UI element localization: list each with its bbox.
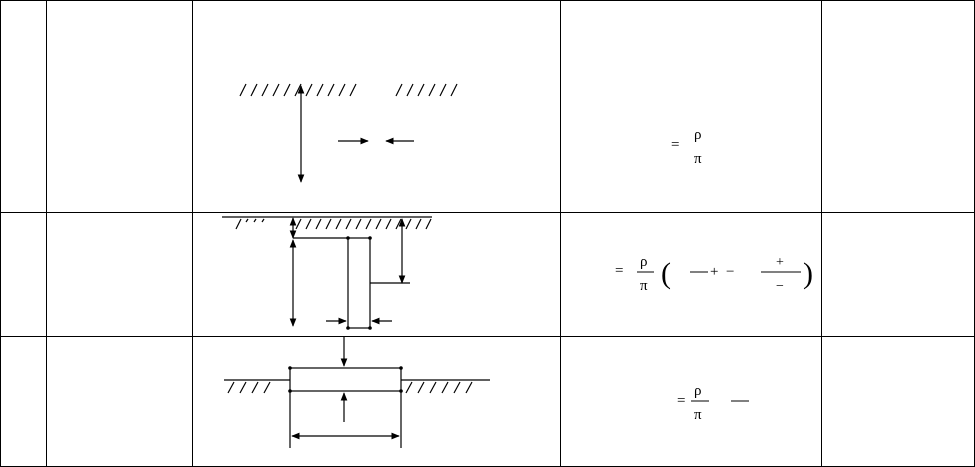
ground-hatch-right xyxy=(405,381,473,394)
formula-row-3: = ρ π xyxy=(677,383,749,423)
pi-denominator: π xyxy=(694,407,702,423)
strip-corners xyxy=(288,366,403,393)
minus-sign-1: − xyxy=(726,264,734,280)
right-paren: ) xyxy=(803,257,813,290)
ground-hatch-left xyxy=(227,381,271,394)
ground-hatch-right xyxy=(395,83,458,97)
diagram-row-3 xyxy=(224,337,490,448)
equals-sign: = xyxy=(671,137,679,153)
pi-denominator: π xyxy=(640,278,648,294)
formula-row-1: = ρ π xyxy=(671,127,702,167)
plus-sign-1: + xyxy=(710,264,718,280)
rho-numerator: ρ xyxy=(640,254,648,270)
rho-numerator: ρ xyxy=(694,383,702,399)
plus-sign-2: + xyxy=(776,255,784,270)
ground-hatch xyxy=(235,218,432,230)
equals-sign: = xyxy=(615,263,623,279)
rho-numerator: ρ xyxy=(694,127,702,143)
formula-row-2: = ρ π ( + − + − ) xyxy=(615,254,813,294)
minus-sign-2: − xyxy=(776,279,784,294)
plate-corners xyxy=(346,236,372,330)
ground-hatch-left xyxy=(239,83,357,97)
left-paren: ( xyxy=(661,257,671,290)
equals-sign: = xyxy=(677,393,685,409)
buried-plate xyxy=(347,237,371,329)
diagram-row-2 xyxy=(222,216,432,330)
pi-denominator: π xyxy=(694,151,702,167)
horizontal-strip xyxy=(289,367,402,392)
diagram-row-1 xyxy=(239,83,458,183)
